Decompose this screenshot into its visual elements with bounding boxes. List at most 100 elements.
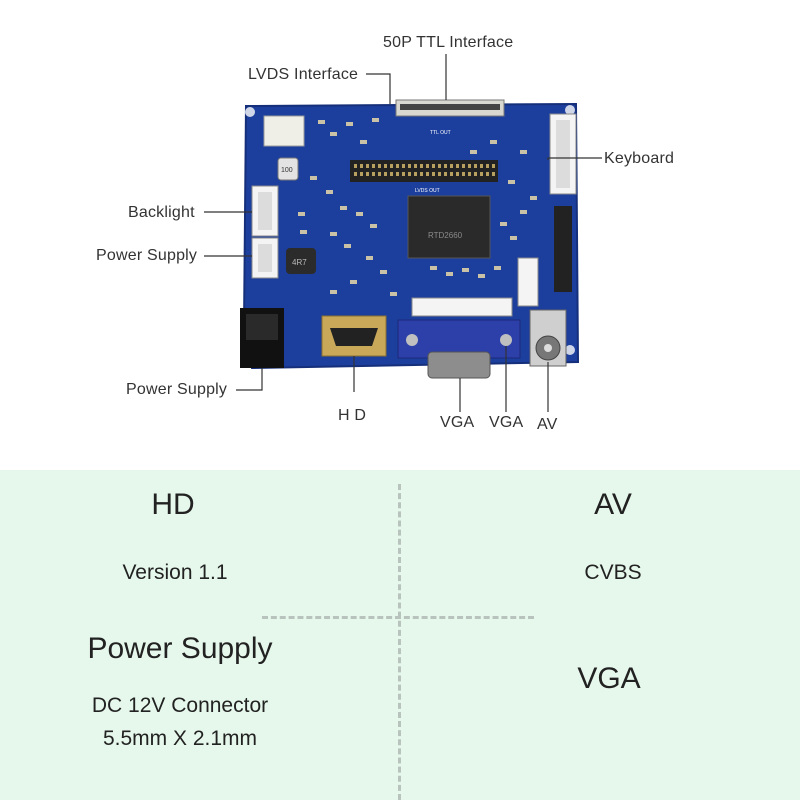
smd-component [360, 140, 367, 144]
smd-component [500, 222, 507, 226]
header-pin [366, 172, 369, 176]
header-pin [468, 172, 471, 176]
smd-component [346, 122, 353, 126]
header-pin [474, 164, 477, 168]
header-pin [444, 164, 447, 168]
smd-component [494, 266, 501, 270]
electrolytic-capacitor: 100 [277, 157, 299, 181]
header-pin [408, 164, 411, 168]
power-spec-line2: 5.5mm X 2.1mm [102, 727, 258, 750]
side-connector [517, 257, 539, 307]
smd-component [318, 120, 325, 124]
main-chip: RTD2660 [407, 195, 491, 259]
header-pin [456, 172, 459, 176]
smd-component [330, 132, 337, 136]
ttl-interface-label: 50P TTL Interface [383, 34, 514, 51]
power-supply-left-label: Power Supply [96, 247, 198, 264]
header-pin [432, 172, 435, 176]
av-label: AV [537, 416, 558, 433]
smd-component [508, 180, 515, 184]
smd-component [310, 176, 317, 180]
horizontal-connector [411, 297, 513, 317]
header-pin [390, 172, 393, 176]
header-pin [456, 164, 459, 168]
header-pin [366, 164, 369, 168]
header-pin [408, 172, 411, 176]
smd-component [530, 196, 537, 200]
header-pin [480, 164, 483, 168]
smd-component [370, 224, 377, 228]
header-pin [414, 172, 417, 176]
smd-component [366, 256, 373, 260]
header-pin [450, 164, 453, 168]
header-pin [438, 172, 441, 176]
horizontal-divider [262, 616, 534, 619]
header-pin [360, 164, 363, 168]
header-pin [384, 164, 387, 168]
vga-spec-title: VGA [577, 662, 641, 695]
callout-lines [204, 54, 602, 412]
smd-component [462, 268, 469, 272]
header-pin [468, 164, 471, 168]
header-pin [402, 164, 405, 168]
lvds-interface-label: LVDS Interface [248, 66, 359, 83]
power-supply-bottom-label: Power Supply [126, 381, 228, 398]
power-spec-line1: DC 12V Connector [91, 694, 269, 717]
inductor: 4R7 [286, 248, 316, 274]
header-pin [420, 172, 423, 176]
backlight-connector [251, 185, 279, 237]
backlight-label: Backlight [128, 204, 195, 221]
smd-component [520, 150, 527, 154]
av-spec-title: AV [594, 488, 632, 521]
keyboard-connector [549, 113, 577, 195]
vga-label-1: VGA [440, 414, 475, 431]
smd-component [372, 118, 379, 122]
smd-component [490, 140, 497, 144]
product-photo-section: TTL OUT LVDS OUT 100 4R7 [96, 34, 675, 433]
header-pin [384, 172, 387, 176]
hd-spec-title: HD [151, 488, 195, 521]
smd-component [300, 230, 307, 234]
smd-component [510, 236, 517, 240]
av-jack [529, 309, 567, 367]
hd-spec-detail: Version 1.1 [122, 561, 228, 584]
header-pin [372, 172, 375, 176]
smd-component [340, 206, 347, 210]
header-pin [354, 172, 357, 176]
header-pin [396, 164, 399, 168]
header-pin [486, 172, 489, 176]
header-pin [426, 172, 429, 176]
header-pin [474, 172, 477, 176]
av-spec-detail: CVBS [584, 561, 642, 584]
header-pin [402, 172, 405, 176]
svg-text:4R7: 4R7 [292, 258, 307, 267]
header-pin [438, 164, 441, 168]
smd-component [330, 232, 337, 236]
power-spec-title: Power Supply [87, 632, 273, 665]
spec-section: HD Version 1.1 AV CVBS Power Supply DC 1… [0, 470, 800, 800]
svg-text:100: 100 [281, 167, 293, 174]
header-pin [378, 164, 381, 168]
ttl-connector [395, 99, 505, 117]
lvds-header [350, 160, 498, 182]
header-pin [354, 164, 357, 168]
header-pin [414, 164, 417, 168]
keyboard-label: Keyboard [604, 150, 675, 167]
header-pin [492, 164, 495, 168]
header-pin [486, 164, 489, 168]
header-pin [378, 172, 381, 176]
smd-component [298, 212, 305, 216]
header-pin [420, 164, 423, 168]
smd-component [478, 274, 485, 278]
ttl-out-print: TTL OUT [430, 130, 451, 136]
vga-port [397, 319, 521, 379]
hdmi-port [321, 315, 387, 357]
smd-component [330, 290, 337, 294]
smd-component [430, 266, 437, 270]
smd-component [344, 244, 351, 248]
header-pin [396, 172, 399, 176]
small-components [298, 118, 537, 296]
smd-component [350, 280, 357, 284]
smd-component [470, 150, 477, 154]
header-pin [372, 164, 375, 168]
